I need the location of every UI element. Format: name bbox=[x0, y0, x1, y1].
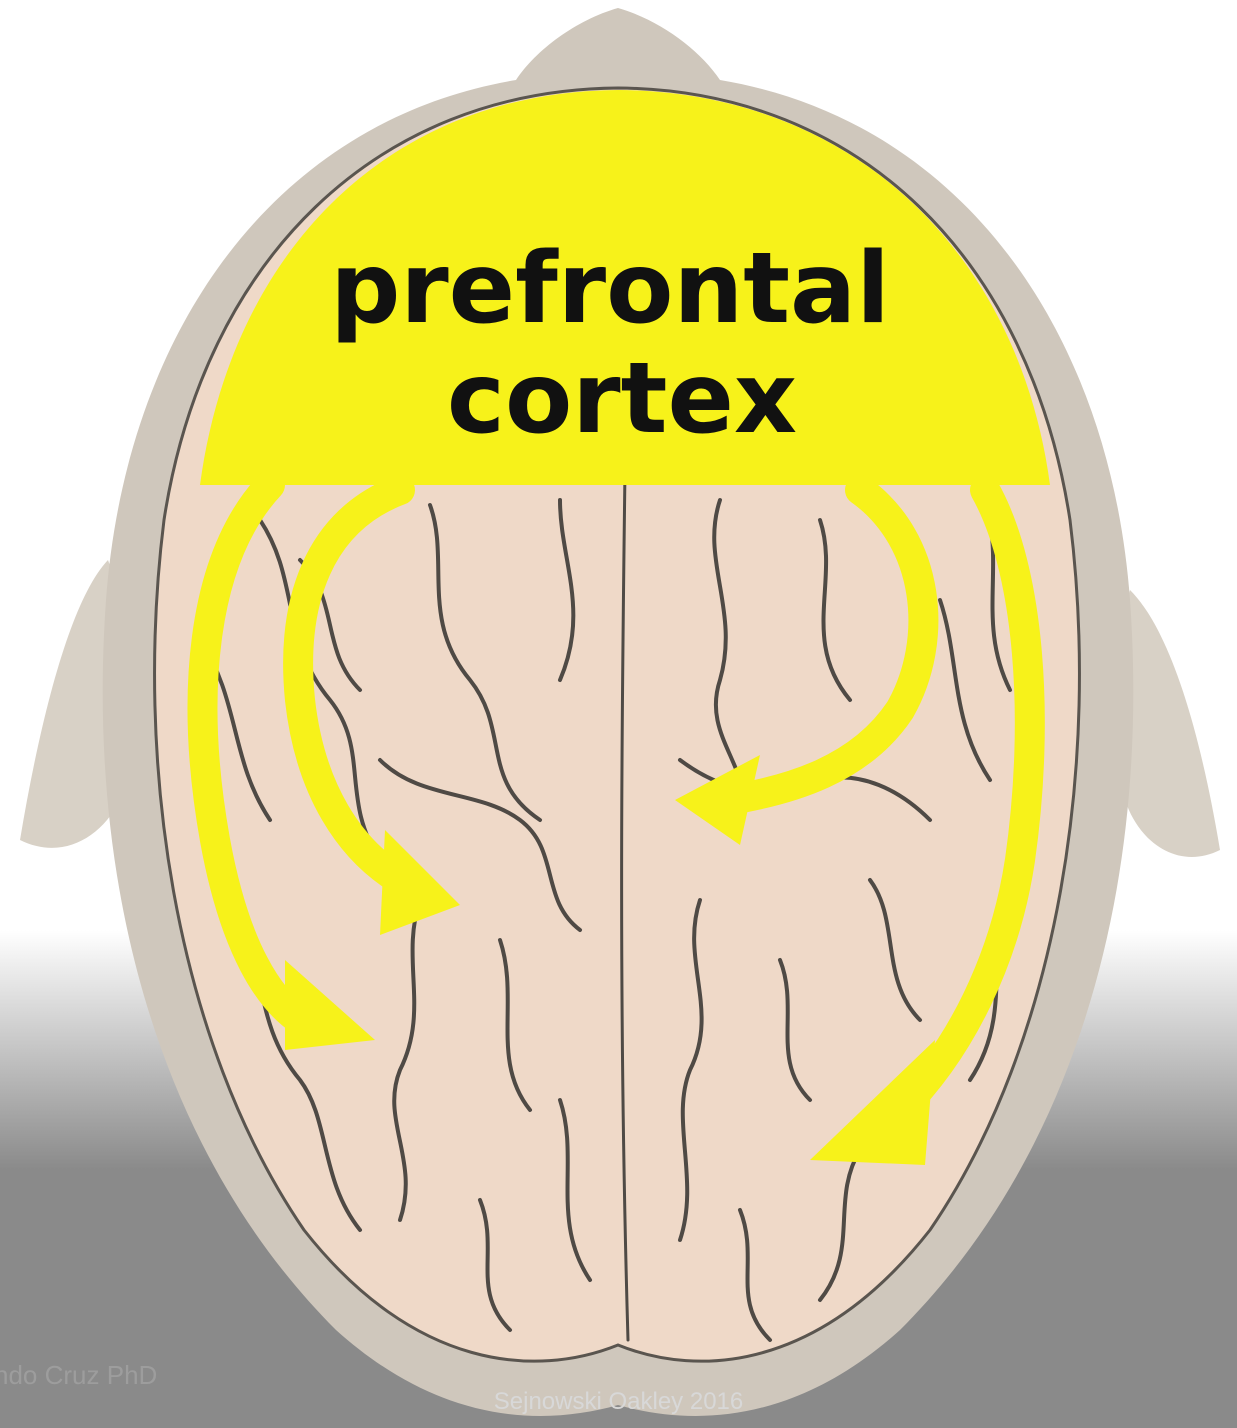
label-line1: prefrontal bbox=[330, 232, 890, 346]
label-line2: cortex bbox=[447, 342, 797, 456]
credit-text: Sejnowski Oakley 2016 bbox=[0, 1388, 1237, 1416]
watermark-text: ndo Cruz PhD bbox=[0, 1360, 157, 1391]
